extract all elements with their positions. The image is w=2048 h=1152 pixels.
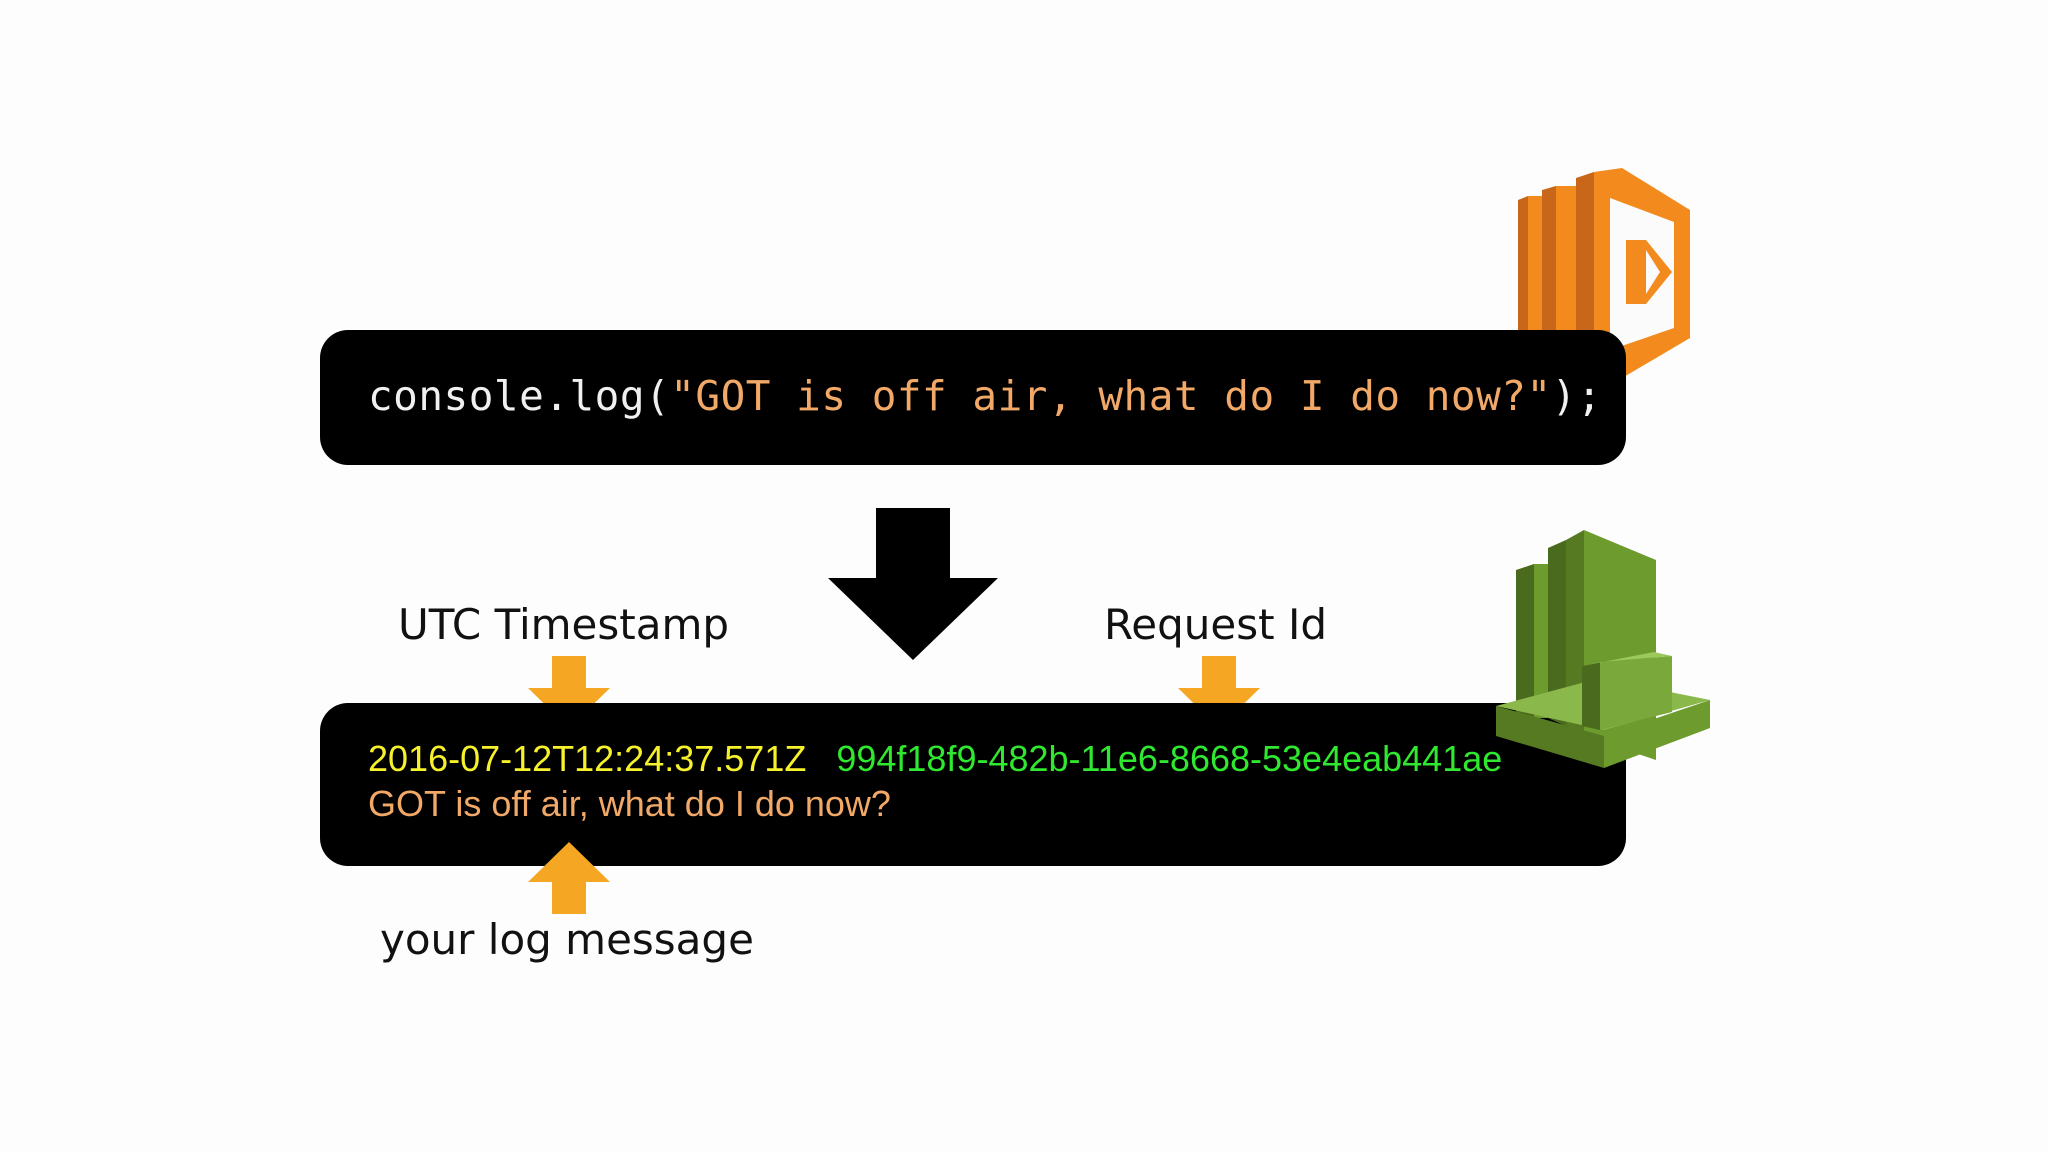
code-line: console.log("GOT is off air, what do I d… xyxy=(368,372,1602,420)
code-snippet-box: console.log("GOT is off air, what do I d… xyxy=(320,330,1626,465)
code-suffix: ); xyxy=(1551,372,1603,420)
log-output-box: 2016-07-12T12:24:37.571Z 994f18f9-482b-11… xyxy=(320,703,1626,866)
log-timestamp: 2016-07-12T12:24:37.571Z xyxy=(368,738,807,779)
code-string: "GOT is off air, what do I do now?" xyxy=(670,372,1552,420)
log-message: GOT is off air, what do I do now? xyxy=(368,783,891,824)
log-request-id: 994f18f9-482b-11e6-8668-53e4eab441ae xyxy=(836,738,1503,779)
code-prefix: console.log( xyxy=(368,372,671,420)
log-header-line: 2016-07-12T12:24:37.571Z 994f18f9-482b-11… xyxy=(368,738,1502,780)
request-id-label: Request Id xyxy=(1104,600,1328,649)
log-message-label: your log message xyxy=(380,915,754,964)
utc-timestamp-label: UTC Timestamp xyxy=(398,600,730,649)
